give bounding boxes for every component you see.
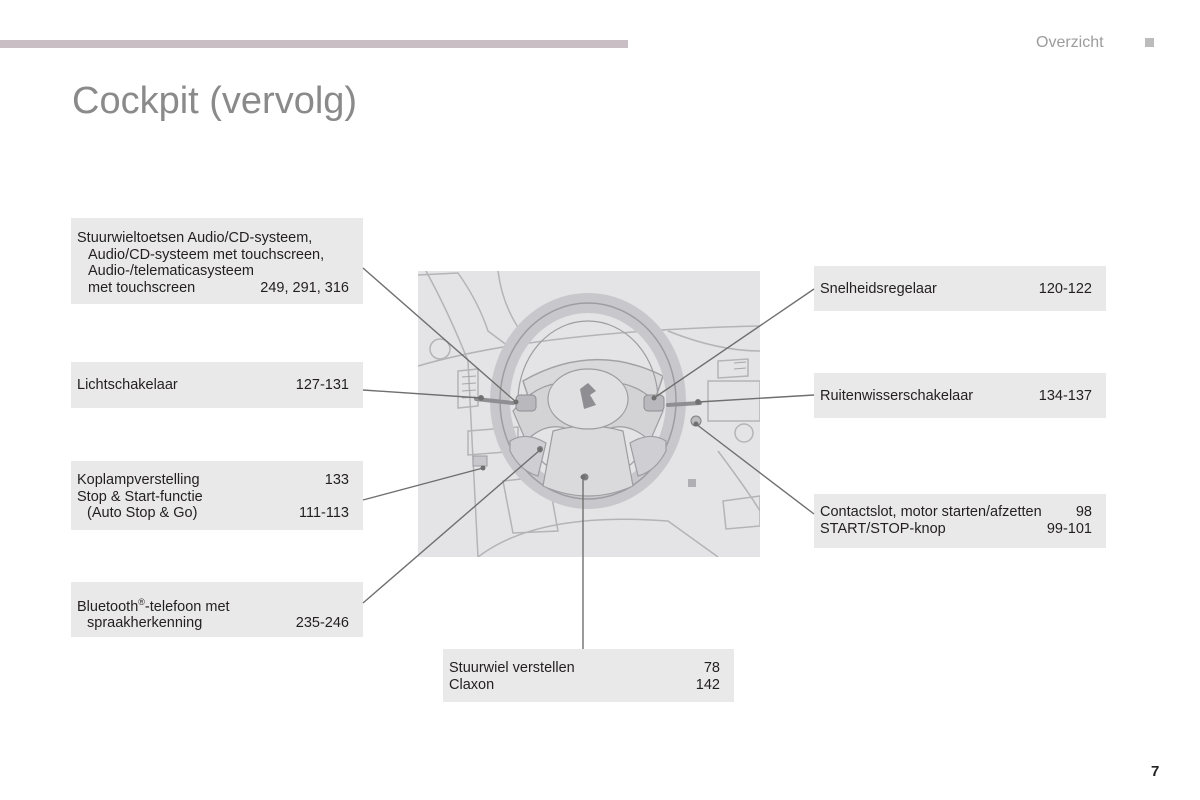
callout-text: (Auto Stop & Go) <box>87 505 198 521</box>
callout-text: Bluetooth®-telefoon met <box>77 594 230 615</box>
section-label: Overzicht <box>1036 34 1104 51</box>
page-reference: 120-122 <box>1038 281 1092 297</box>
page-reference: 142 <box>695 676 720 693</box>
page-reference: 98 <box>1075 504 1092 520</box>
callout-text: Audio/CD-systeem met touchscreen, <box>88 246 325 263</box>
callout-text: Stuurwieltoetsen Audio/CD-systeem, <box>77 230 313 246</box>
callout-text: Stop & Start-functie <box>77 488 203 505</box>
callout-cruise-control: Snelheidsregelaar 120-122 <box>814 266 1106 311</box>
page-reference: 134-137 <box>1038 388 1092 404</box>
callout-text: spraakherkenning <box>87 615 203 632</box>
registered-mark: ® <box>138 597 145 607</box>
page-title: Cockpit (vervolg) <box>72 80 358 122</box>
callout-text: Contactslot, motor starten/afzetten <box>820 504 1042 520</box>
header-accent-bar <box>0 40 628 48</box>
callout-text: Claxon <box>449 676 495 693</box>
section-marker <box>1145 38 1154 47</box>
callout-light-switch: Lichtschakelaar 127-131 <box>71 362 363 408</box>
callout-text: START/STOP-knop <box>820 520 946 537</box>
callout-text: Snelheidsregelaar <box>820 281 937 297</box>
page-reference: 249, 291, 316 <box>260 279 349 296</box>
callout-ignition-start-stop: Contactslot, motor starten/afzetten 98 ST… <box>814 494 1106 548</box>
cockpit-illustration <box>418 271 760 557</box>
callout-text: Koplampverstelling <box>77 472 200 488</box>
callout-text-part: Bluetooth <box>77 598 139 615</box>
callout-text: Ruitenwisserschakelaar <box>820 388 974 404</box>
callout-text-part: -telefoon met <box>144 598 230 615</box>
callout-steering-audio-controls: Stuurwieltoetsen Audio/CD-systeem, Audio… <box>71 218 363 304</box>
callout-wheel-adjust-horn: Stuurwiel verstellen 78 Claxon 142 <box>443 649 734 702</box>
page-reference: 127-131 <box>295 377 349 393</box>
page-reference: 235-246 <box>295 615 349 632</box>
page-number: 7 <box>1151 763 1160 780</box>
callout-bluetooth-phone: Bluetooth®-telefoon met spraakherkenning… <box>71 582 363 637</box>
page-reference: 133 <box>324 472 349 488</box>
callout-text: Audio-/telematicasysteem <box>88 263 255 279</box>
callout-text: Stuurwiel verstellen <box>449 660 575 676</box>
callout-text: met touchscreen <box>88 279 196 296</box>
callout-text: Lichtschakelaar <box>77 377 178 393</box>
callout-headlamp-adjust: Koplampverstelling 133 Stop & Start-funct… <box>71 461 363 530</box>
page-reference: 78 <box>703 660 720 676</box>
page-reference: 99-101 <box>1046 520 1092 537</box>
page-reference: 111-113 <box>299 505 349 521</box>
callout-wiper-switch: Ruitenwisserschakelaar 134-137 <box>814 373 1106 418</box>
